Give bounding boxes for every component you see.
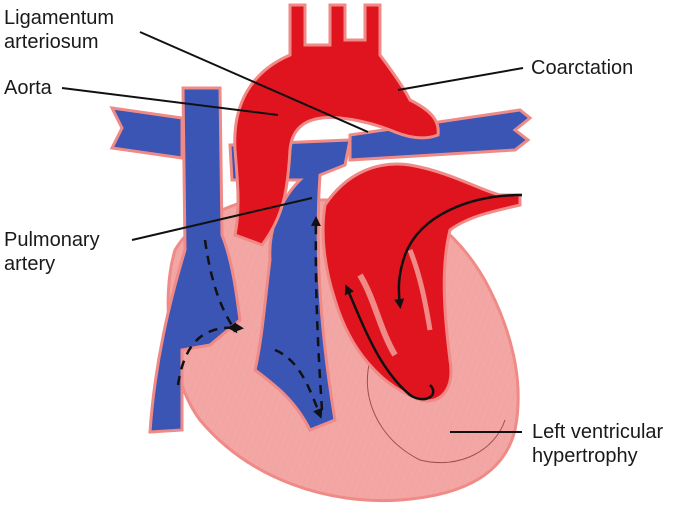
label-coarctation: Coarctation: [531, 57, 634, 79]
right-pulmonary-branch: [348, 108, 533, 162]
aorta-vessel: [233, 3, 440, 247]
leader-coarctation: [397, 67, 524, 91]
leader-lines: [61, 31, 524, 433]
label-pulmonary-artery: Pulmonary artery: [4, 229, 100, 275]
leader-pulmonary: [131, 197, 313, 241]
label-left-ventricular-hypertrophy: Left ventricular hypertrophy: [532, 421, 664, 467]
label-aorta: Aorta: [4, 77, 52, 99]
left-pulmonary-branch: [109, 106, 184, 160]
oxygenated-flow-arrows: [344, 193, 523, 401]
leader-aorta: [61, 87, 279, 116]
deoxygenated-flow-arrows: [176, 216, 324, 419]
leader-ligamentum: [139, 31, 369, 133]
vena-cava: [148, 86, 242, 434]
label-ligamentum-arteriosum: Ligamentum arteriosum: [4, 7, 115, 53]
